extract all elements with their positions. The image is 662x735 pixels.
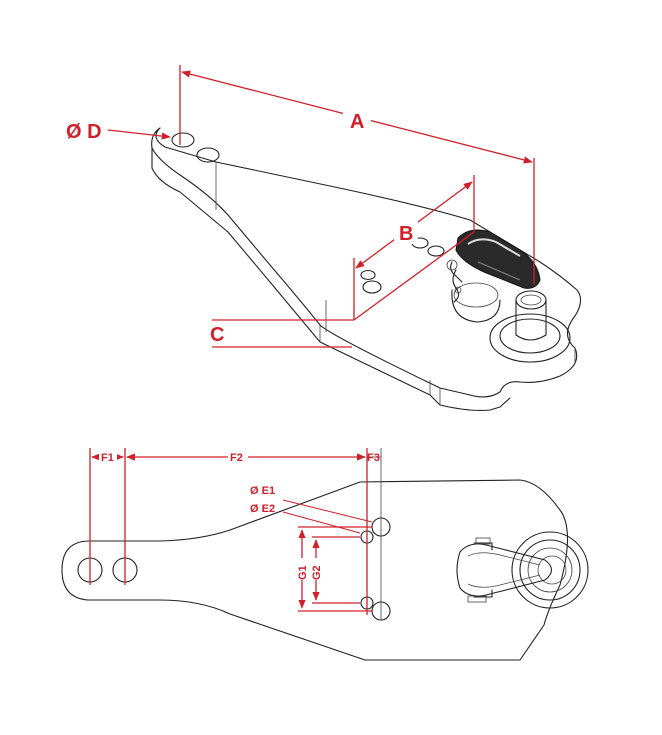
label-a: A — [350, 111, 364, 133]
label-e2: Ø E2 — [250, 503, 275, 515]
label-e1: Ø E1 — [250, 485, 275, 497]
dimensions-top — [107, 65, 535, 348]
label-b: B — [399, 223, 413, 245]
plate-side-edge — [151, 147, 511, 411]
label-f2: F2 — [230, 452, 243, 464]
hitch-ring-inner — [499, 318, 561, 354]
hitch-lever — [455, 229, 541, 289]
isometric-view — [151, 127, 582, 411]
label-g2: G2 — [311, 565, 323, 580]
hitch-pin — [515, 299, 547, 341]
hitch-pin-top — [515, 290, 547, 310]
hole-e-2 — [427, 245, 445, 257]
hitch-ring-outer — [489, 313, 571, 363]
label-c: C — [210, 324, 224, 346]
dim-d-arrow — [107, 129, 171, 140]
label-g1: G1 — [297, 565, 309, 580]
hole-e-3 — [360, 269, 376, 281]
label-f1: F1 — [101, 452, 114, 464]
hole-d-1 — [171, 132, 195, 148]
plan-hitch-ring-outer — [511, 531, 589, 609]
plan-view — [61, 479, 589, 661]
hole-e-4 — [362, 280, 382, 294]
label-d: Ø D — [66, 121, 102, 143]
label-f3: F3 — [367, 452, 380, 464]
dimensions-bottom — [89, 448, 382, 620]
